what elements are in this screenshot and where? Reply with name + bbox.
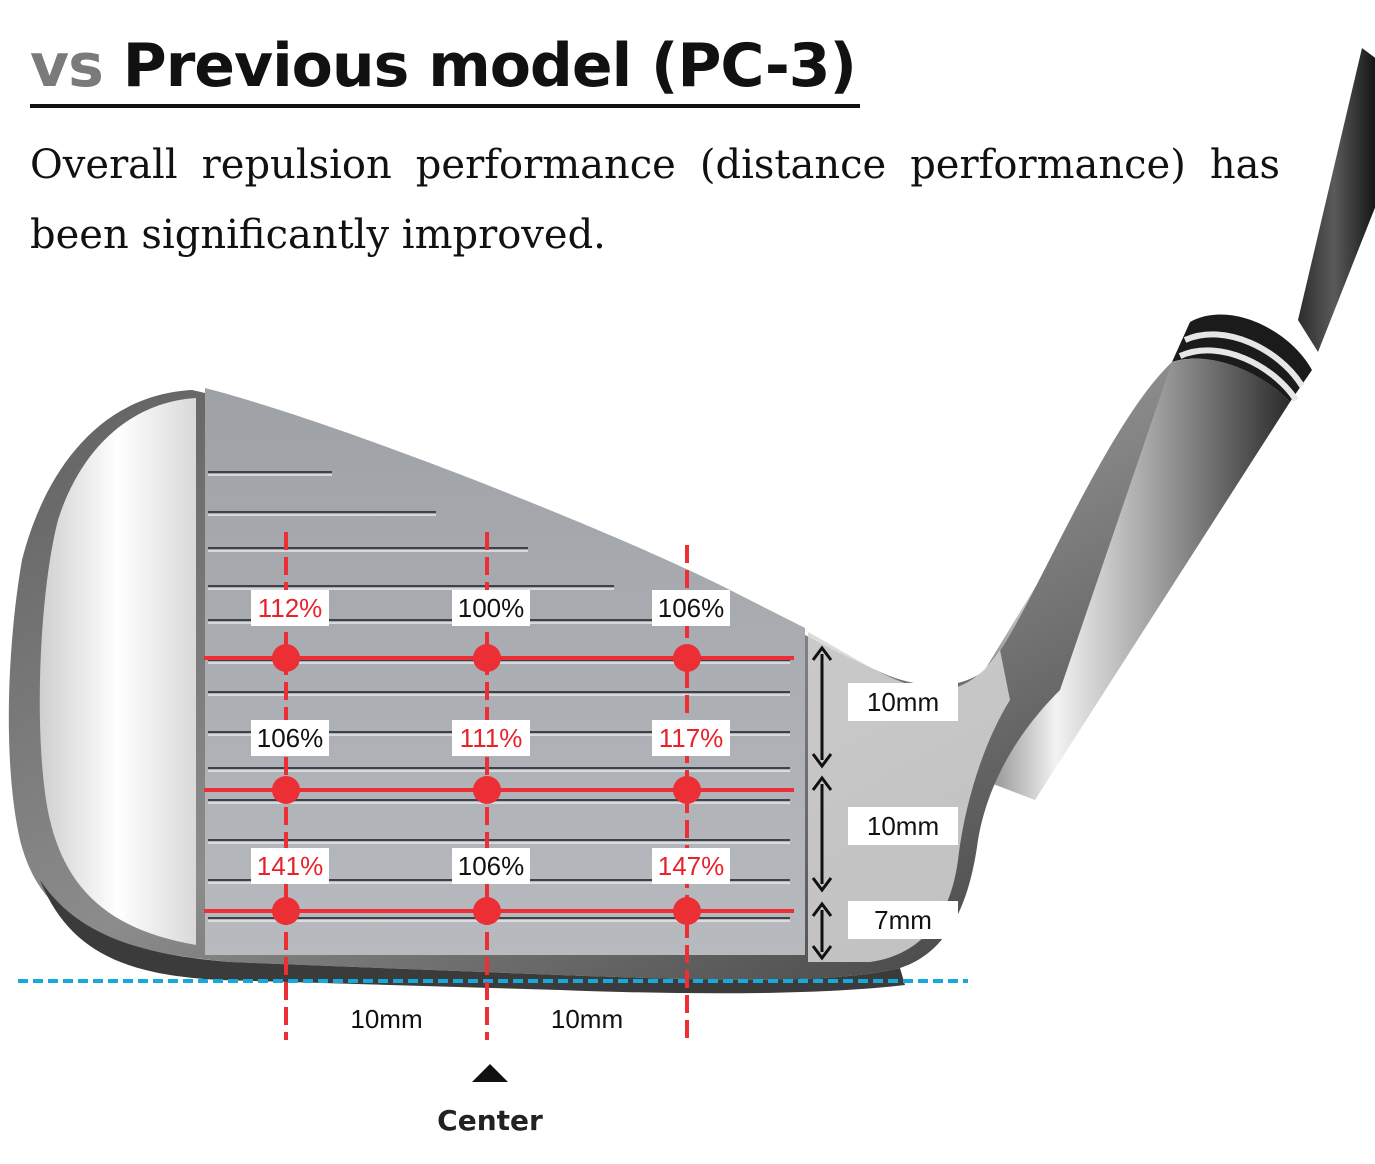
impact-point [473,897,501,925]
percent-label: 141% [257,851,324,881]
percent-label-box [652,848,730,884]
club-face [205,388,805,955]
impact-points [272,644,701,925]
percent-label: 117% [659,723,724,753]
percent-label: 112% [258,593,323,623]
percent-label: 106% [658,593,725,623]
percent-labels: 112% 100% 106% 106% 111% 117% 141% 106% 147% [251,590,730,884]
center-marker-icon [472,1064,508,1082]
arrow-head-icon [811,645,833,661]
impact-point [473,776,501,804]
spacing-label-box [848,683,958,721]
impact-point [673,776,701,804]
percent-label-box [251,848,329,884]
percent-label: 106% [257,723,324,753]
impact-point [272,897,300,925]
percent-label-box [652,720,730,756]
title-main: Previous model (PC-3) [122,31,857,101]
percent-label-box [452,590,530,626]
toe-highlight [39,398,196,945]
arrow-head-icon [811,775,833,791]
impact-point [272,644,300,672]
impact-point [272,776,300,804]
impact-point [673,897,701,925]
percent-label: 147% [658,851,725,881]
spacing-label: 10mm [551,1004,623,1034]
arrow-head-icon [811,877,833,893]
shaft [1298,48,1375,352]
percent-label-box [652,590,730,626]
percent-label: 100% [458,593,525,623]
percent-label: 111% [460,723,523,753]
center-label: Center [437,1104,543,1137]
page-title: vs Previous model (PC-3) [30,28,860,108]
arrow-head-icon [811,945,833,961]
spacing-label-box [848,901,958,939]
impact-point [673,644,701,672]
spacing-label-box [848,807,958,845]
spacing-label: 10mm [867,687,939,717]
percent-label: 106% [458,851,525,881]
title-prefix: vs [30,31,104,101]
percent-label-box [251,720,329,756]
impact-point [473,644,501,672]
vertical-spacing: 10mm 10mm 7mm [811,645,958,961]
horizontal-spacing: 10mm 10mm [350,1004,623,1034]
subtitle: Overall repulsion performance (distance … [30,142,1280,258]
spacing-label: 10mm [350,1004,422,1034]
percent-label-box [452,848,530,884]
arrow-head-icon [811,901,833,917]
percent-label-box [251,590,329,626]
spacing-label: 10mm [867,811,939,841]
spacing-label: 7mm [874,905,932,935]
percent-label-box [452,720,530,756]
arrow-head-icon [811,753,833,769]
